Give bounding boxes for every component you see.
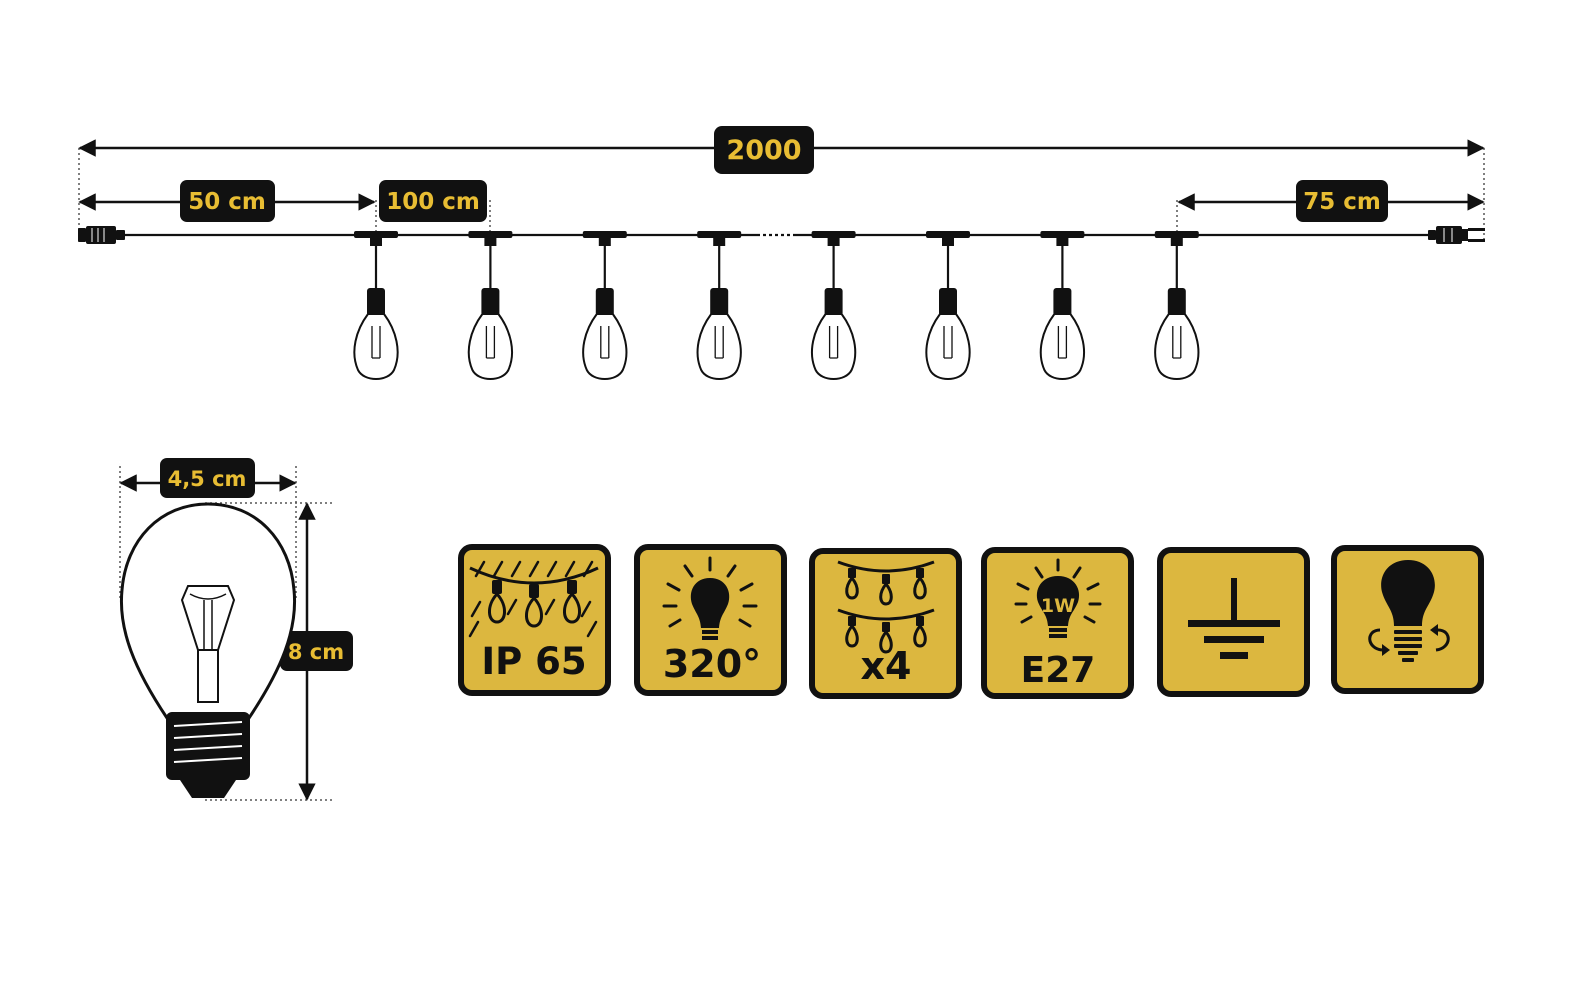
female-plug-icon <box>78 226 125 244</box>
bulb-height-label: 8 cm <box>280 631 353 671</box>
string-bulb <box>925 231 971 380</box>
connectable-strings-icon: x4 <box>809 548 962 699</box>
bulb-width-text: 4,5 cm <box>168 467 247 491</box>
large-bulb-illustration <box>119 502 297 798</box>
bulb-socket-label: E27 <box>1021 650 1096 691</box>
bulb-dimension-guides <box>119 466 335 801</box>
bulb-spacing-text: 100 cm <box>386 189 480 215</box>
bulb-power-icon: 1W E27 <box>981 547 1134 699</box>
male-plug-icon <box>1428 226 1485 244</box>
string-bulb <box>696 231 742 380</box>
total-length-text: 2000 <box>726 135 801 166</box>
bulb-height-text: 8 cm <box>288 640 344 664</box>
bulb-power-badge: 1W <box>1041 595 1075 617</box>
replaceable-bulb-icon <box>1331 545 1484 694</box>
string-bulb <box>467 231 513 380</box>
ip65-waterproof-icon: IP 65 <box>458 544 611 696</box>
ip65-label: IP 65 <box>481 640 586 683</box>
string-bulb <box>811 231 857 380</box>
bulb-spacing-label: 100 cm <box>379 180 487 222</box>
string-bulb <box>1154 231 1200 380</box>
string-bulb <box>1039 231 1085 380</box>
lead-out-label: 75 cm <box>1296 180 1388 222</box>
light-angle-icon: 320° <box>634 544 787 696</box>
bulb-width-label: 4,5 cm <box>160 458 255 498</box>
string-bulb <box>353 231 399 380</box>
string-bulbs <box>353 231 1200 380</box>
ground-symbol-icon <box>1157 547 1310 697</box>
lead-in-text: 50 cm <box>188 189 266 215</box>
lead-out-text: 75 cm <box>1303 189 1381 215</box>
connectable-strings-label: x4 <box>861 644 912 688</box>
total-length-label: 2000 <box>714 126 814 174</box>
lead-in-label: 50 cm <box>180 180 275 222</box>
string-bulb <box>582 231 628 380</box>
light-angle-label: 320° <box>663 642 761 686</box>
